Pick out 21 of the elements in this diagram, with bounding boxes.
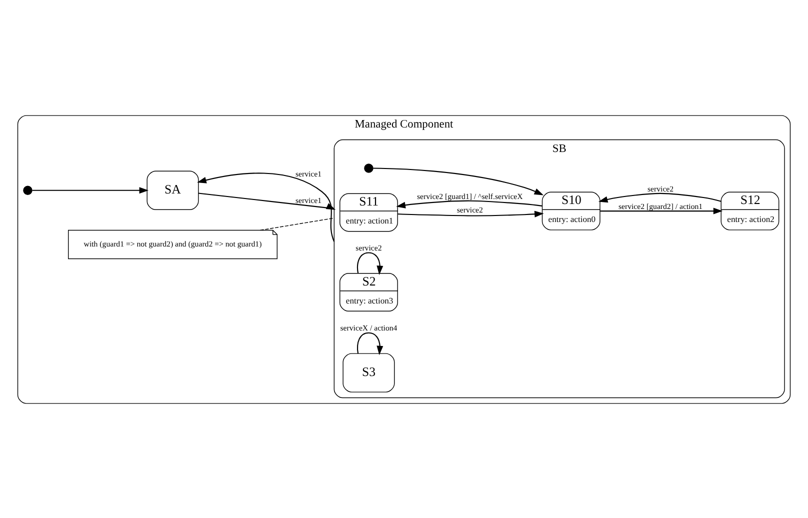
- arrow: [32, 186, 149, 194]
- edge-label: service1: [295, 196, 322, 205]
- node-box: SA: [146, 170, 199, 210]
- arrow: [373, 167, 544, 195]
- edge-label: service2: [356, 242, 382, 252]
- arrow: [396, 200, 542, 208]
- arrow: [357, 252, 384, 274]
- arrow: [598, 192, 722, 202]
- connector: [260, 217, 335, 230]
- node-circle: [23, 185, 32, 194]
- edge-label: service2: [647, 184, 674, 194]
- arrow: [600, 207, 723, 214]
- arrow: [398, 210, 544, 217]
- edge-label: service1: [295, 169, 322, 178]
- edge-label: service2 [guard1] / ^self.serviceX: [416, 191, 523, 200]
- edge-label: serviceX / action4: [340, 323, 398, 332]
- node-circle: [364, 163, 374, 172]
- arrow: [357, 332, 384, 355]
- edge-label: service2: [456, 204, 483, 214]
- node-box: S3: [342, 352, 395, 392]
- edge-label: service2 [guard2] / action1: [618, 201, 703, 210]
